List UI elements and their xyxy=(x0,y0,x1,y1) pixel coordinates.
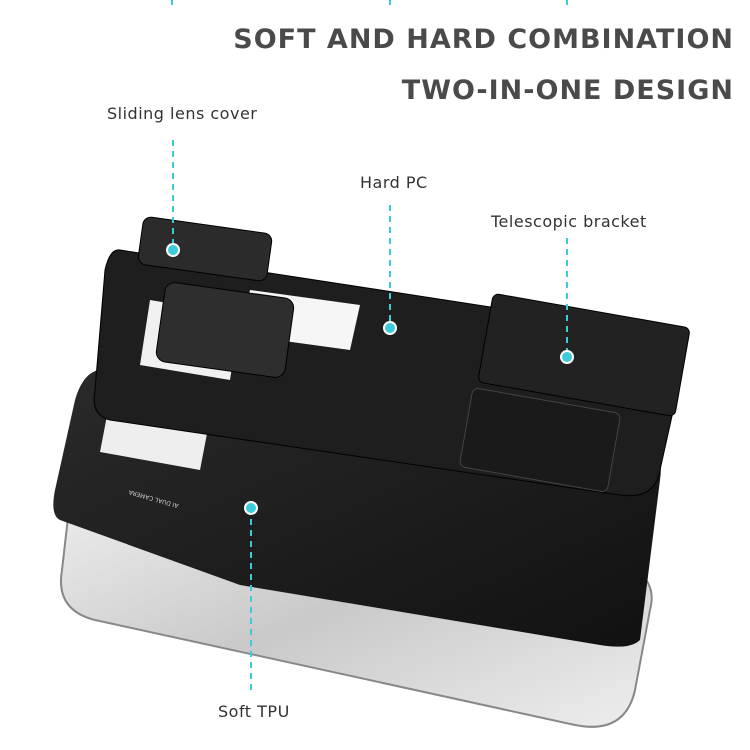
headline-line-1: SOFT AND HARD COMBINATION xyxy=(233,24,734,55)
callout-hard-pc: Hard PC xyxy=(360,173,428,192)
callout-bracket: Telescopic bracket xyxy=(491,212,647,231)
callout-dots xyxy=(166,243,574,515)
sliding-lens-cover xyxy=(137,216,273,282)
callout-lens-cover: Sliding lens cover xyxy=(107,104,258,123)
callout-lines xyxy=(171,0,568,690)
callout-soft-tpu: Soft TPU xyxy=(218,702,290,721)
headline-line-2: TWO-IN-ONE DESIGN xyxy=(401,75,734,106)
telescopic-bracket xyxy=(478,293,690,417)
